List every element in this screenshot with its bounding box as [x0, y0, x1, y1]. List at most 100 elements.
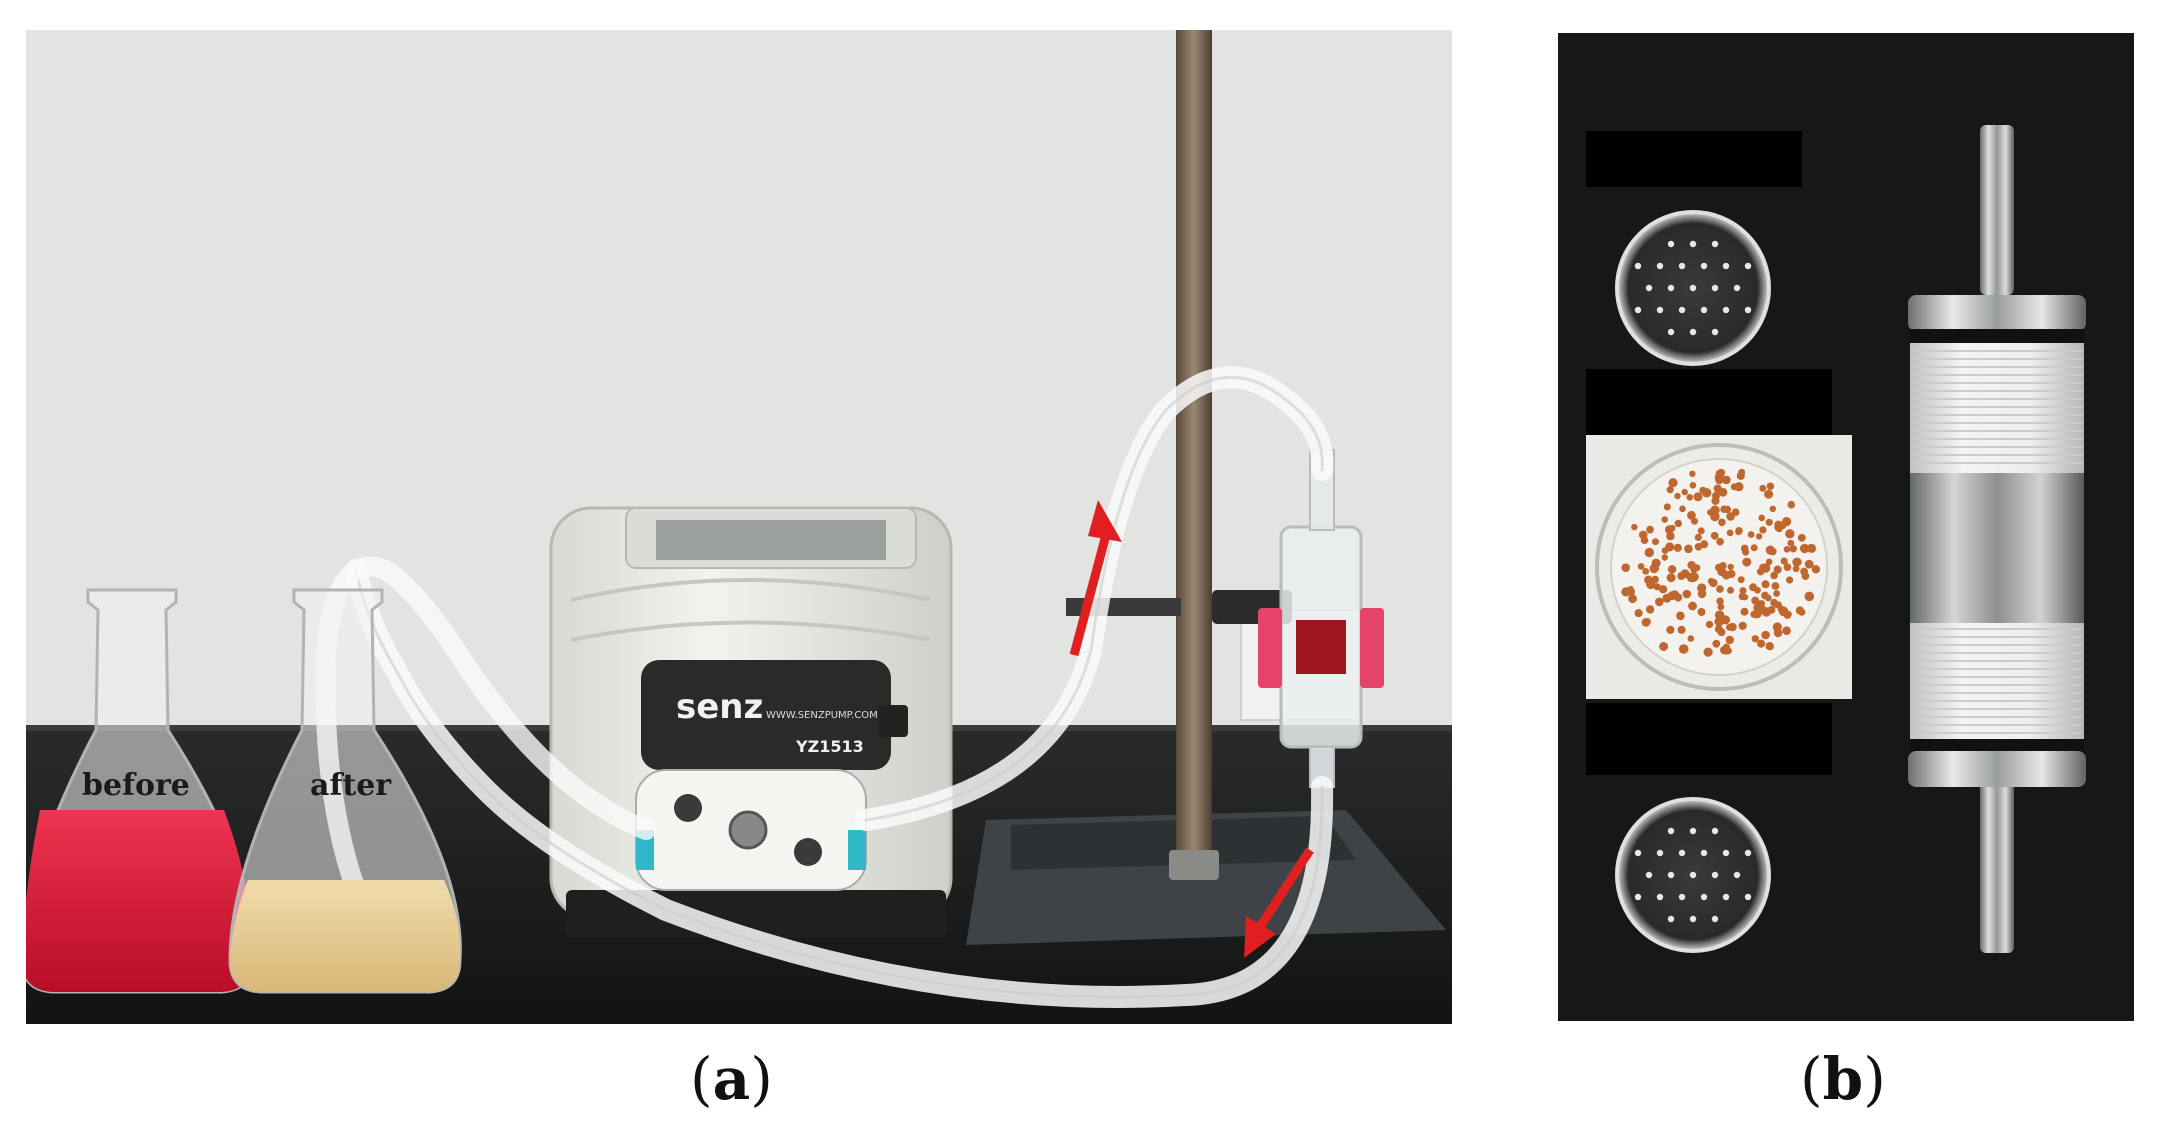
- bead: [1712, 639, 1721, 648]
- yellow-solution: [230, 880, 461, 992]
- bead: [1787, 500, 1796, 509]
- bead: [1684, 544, 1693, 554]
- disc-hole: [1711, 827, 1719, 835]
- perforated-disc-top: [1615, 210, 1771, 366]
- bead: [1687, 510, 1696, 520]
- bead: [1668, 524, 1676, 532]
- disc-hole: [1744, 262, 1752, 270]
- bead: [1694, 543, 1703, 551]
- retort-rod: [1176, 30, 1212, 870]
- bead: [1718, 487, 1728, 497]
- bead: [1761, 563, 1771, 573]
- bead: [1783, 563, 1792, 571]
- flow-arrows: [1069, 500, 1314, 958]
- lab-setup-illustration: senz WWW.SENZPUMP.COM YZ1513: [26, 30, 1452, 1024]
- bead: [1770, 571, 1778, 580]
- pump-knob: [878, 705, 908, 737]
- pump-head-label-plate: [641, 660, 891, 770]
- bead: [1771, 582, 1780, 590]
- disc-hole: [1700, 306, 1708, 314]
- bead: [1759, 484, 1767, 492]
- bead: [1702, 488, 1712, 498]
- flask-label-before: before: [82, 768, 190, 803]
- bead: [1737, 576, 1745, 584]
- disc-hole: [1667, 284, 1675, 292]
- bead: [1662, 593, 1672, 603]
- bead: [1710, 531, 1719, 540]
- bead: [1646, 525, 1654, 534]
- bead: [1773, 590, 1780, 597]
- bead: [1725, 635, 1734, 645]
- bead: [1667, 565, 1677, 574]
- bead: [1627, 586, 1634, 593]
- bead: [1674, 593, 1683, 602]
- bead: [1665, 542, 1675, 552]
- bead: [1765, 545, 1775, 555]
- pump-rotor-screw: [728, 810, 768, 850]
- bead: [1754, 586, 1761, 594]
- disc-hole: [1722, 306, 1730, 314]
- bead: [1645, 605, 1655, 614]
- bead: [1677, 572, 1686, 580]
- bead: [1655, 597, 1664, 607]
- bead: [1716, 585, 1724, 593]
- bead: [1782, 626, 1791, 635]
- disc-hole: [1689, 240, 1697, 248]
- bead: [1661, 516, 1668, 523]
- bead: [1792, 565, 1800, 573]
- bead: [1712, 491, 1720, 500]
- bead: [1707, 509, 1714, 516]
- bead: [1764, 489, 1774, 499]
- disc-hole: [1700, 893, 1708, 901]
- caption-a: (a): [690, 1045, 773, 1113]
- bead: [1674, 519, 1682, 528]
- bead: [1765, 518, 1773, 526]
- disc-hole: [1722, 849, 1730, 857]
- disc-hole: [1711, 284, 1719, 292]
- disc-hole: [1678, 849, 1686, 857]
- disc-hole: [1744, 849, 1752, 857]
- bead: [1765, 594, 1772, 602]
- disc-hole: [1678, 306, 1686, 314]
- bead: [1727, 563, 1734, 571]
- bead: [1769, 505, 1776, 512]
- bead: [1750, 544, 1758, 552]
- bead: [1801, 572, 1810, 580]
- bead: [1693, 492, 1703, 502]
- bead: [1747, 531, 1755, 538]
- disc-hole: [1689, 284, 1697, 292]
- bead: [1726, 512, 1735, 521]
- bead: [1738, 468, 1746, 476]
- redaction-bar-2: [1586, 369, 1832, 435]
- bead: [1727, 586, 1734, 594]
- bead: [1689, 470, 1696, 477]
- bead: [1682, 589, 1692, 599]
- bead: [1738, 621, 1747, 631]
- bead: [1686, 494, 1693, 501]
- bead: [1738, 592, 1746, 601]
- bead: [1688, 601, 1697, 611]
- bead: [1759, 526, 1767, 534]
- bead: [1628, 594, 1637, 604]
- bead: [1634, 609, 1643, 618]
- bead: [1780, 557, 1788, 565]
- assembled-column: [1908, 125, 2086, 953]
- bead: [1783, 546, 1791, 553]
- bead: [1811, 565, 1821, 574]
- bead: [1707, 577, 1715, 585]
- bead: [1659, 642, 1669, 651]
- bead: [1661, 554, 1668, 561]
- disc-hole: [1744, 306, 1752, 314]
- bead: [1697, 608, 1706, 616]
- disc-hole: [1711, 871, 1719, 879]
- disc-hole: [1700, 262, 1708, 270]
- disc-hole: [1689, 827, 1697, 835]
- bead: [1774, 520, 1783, 529]
- bead: [1659, 585, 1668, 594]
- perforated-disc-bottom: [1615, 797, 1771, 953]
- bead: [1674, 492, 1681, 500]
- bead: [1798, 608, 1806, 616]
- disc-hole: [1656, 262, 1664, 270]
- bead: [1651, 575, 1659, 584]
- disc-hole: [1678, 893, 1686, 901]
